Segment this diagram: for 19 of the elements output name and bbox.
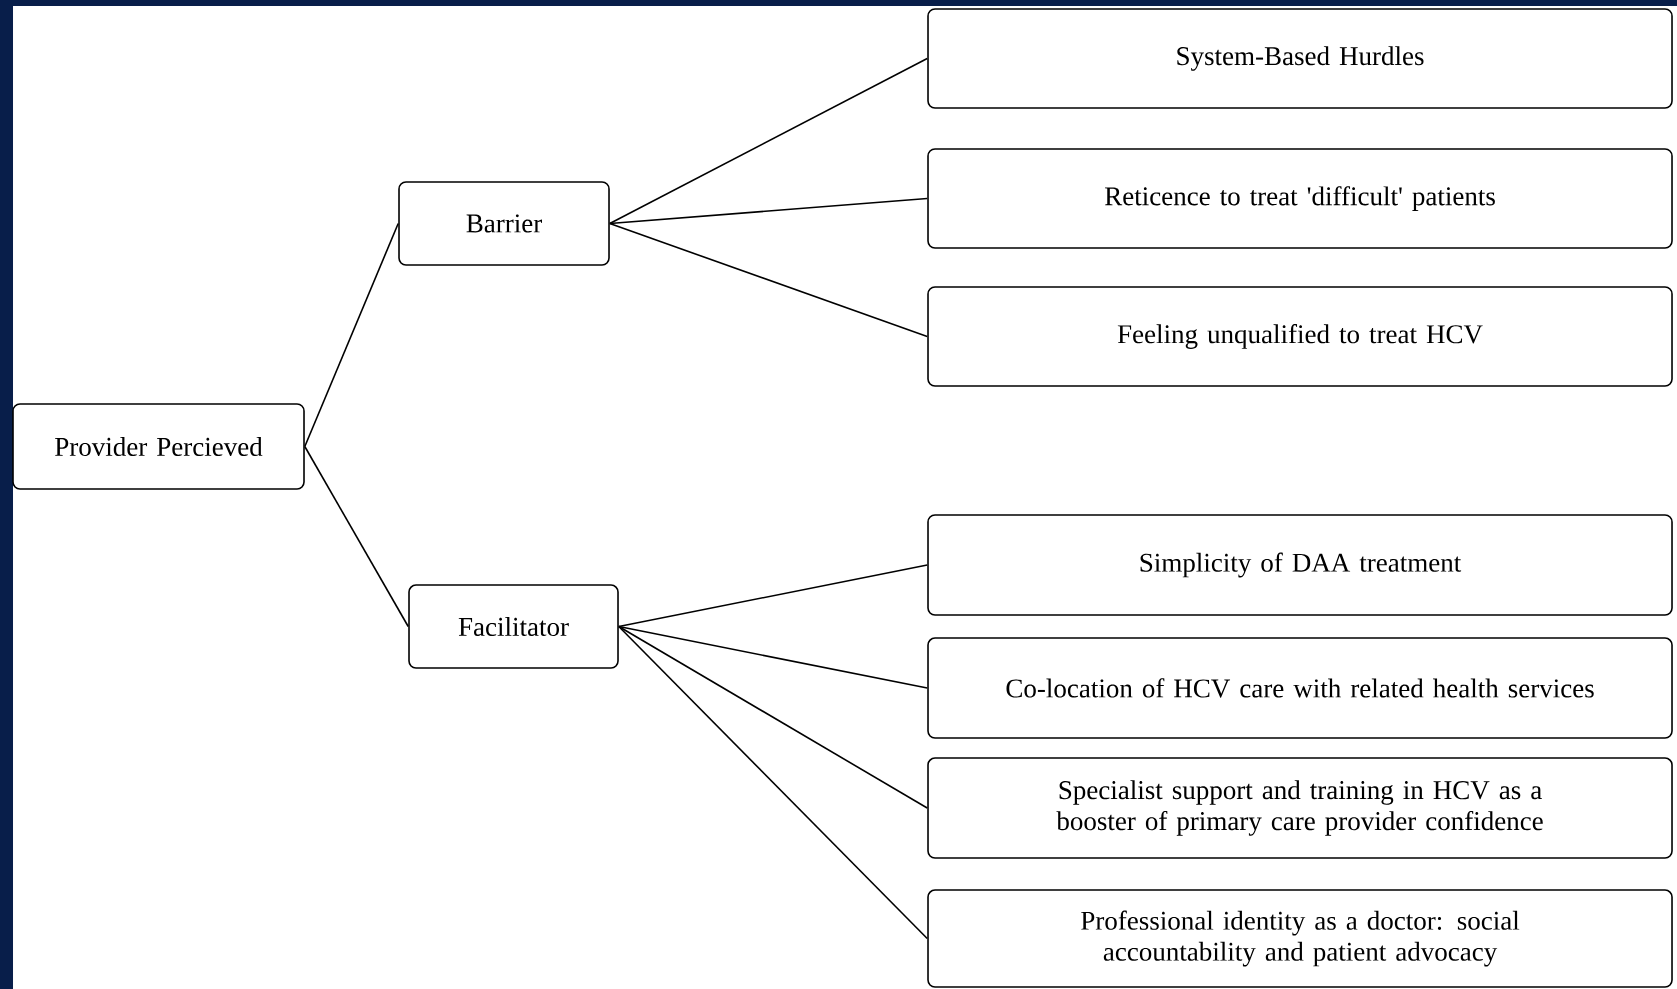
category-box: Reticence to treat 'difficult' patients [927,148,1673,249]
connector-line [609,57,928,225]
connector-line [618,564,928,628]
category-box: Professional identity as a doctor: social accountability and patient advocacy [927,889,1673,988]
connector-line [609,197,928,225]
category-box: Specialist support and training in HCV as a booster of primary care provider confidence [927,757,1673,859]
connector-line [618,625,928,689]
category-box: Feeling unqualified to treat HCV [927,286,1673,387]
category-box: System-Based Hurdles [927,8,1673,109]
category-box: Co-location of HCV care with related health services [927,637,1673,739]
category-box: Facilitator [408,584,619,669]
category-box: Barrier [398,181,610,266]
connector-line [609,222,928,338]
connector-line [304,222,399,448]
category-box: Provider Percieved [12,403,305,490]
connector-line [618,625,928,940]
connector-line [618,625,928,809]
connector-line [304,445,409,628]
category-box: Simplicity of DAA treatment [927,514,1673,616]
